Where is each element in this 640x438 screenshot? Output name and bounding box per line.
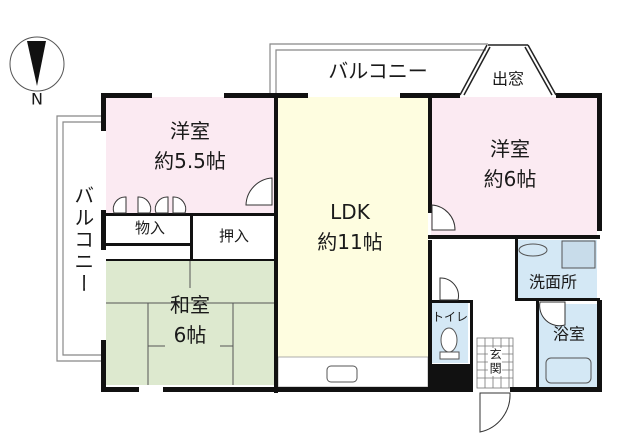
ldk-size: 約11帖 [317,230,383,255]
bathtub-icon [545,357,592,384]
ldk-name: LDK [330,200,370,225]
left-balcony-label: バルコニー [70,185,95,295]
japanese-room-name: 和室 [170,293,210,318]
door-entrance [479,392,511,433]
washroom-label: 洗面所 [528,272,578,292]
toilet-bowl-icon [440,327,458,353]
western-room-2-size: 約6帖 [483,167,537,192]
door-storage-4 [172,196,187,214]
western-room-2-fill [431,97,597,237]
door-western-room-2 [431,204,456,231]
japanese-room-size: 6帖 [173,323,207,348]
western-room-1-name: 洋室 [170,119,210,144]
bathroom-label: 浴室 [552,324,586,344]
japanese-room-fill [106,261,276,385]
tatami-lines [106,261,276,385]
door-storage-2 [137,196,152,214]
compass-north-label: N [31,89,43,109]
walls [101,93,602,393]
storage-label: 物入 [134,219,166,238]
ldk-fill [278,97,428,357]
bay-window-label: 出窓 [491,69,525,89]
washing-machine-icon [561,240,596,269]
entrance-label: 玄関 [487,348,503,376]
entrance-tiles [476,337,514,389]
doors [112,177,566,433]
shoe-storage [428,364,473,391]
toilet-tank-icon [439,351,460,360]
bay-window [459,44,557,96]
western-room-2-name: 洋室 [490,137,530,162]
top-balcony-outline [269,43,488,95]
door-western-room-1 [245,177,273,206]
door-storage-1 [112,196,127,214]
door-storage-3 [154,196,169,214]
kitchen-sink-icon [326,365,358,383]
western-room-1-size: 約5.5帖 [154,149,226,174]
door-bath [539,301,566,327]
closet-label: 押入 [218,227,250,246]
north-arrow-icon [9,36,65,92]
left-balcony-outline [56,115,102,362]
western-room-1-fill [106,97,276,213]
washbasin-icon [518,243,548,257]
top-balcony-label: バルコニー [328,59,428,84]
toilet-label: トイレ [431,309,469,324]
door-toilet [439,277,459,301]
